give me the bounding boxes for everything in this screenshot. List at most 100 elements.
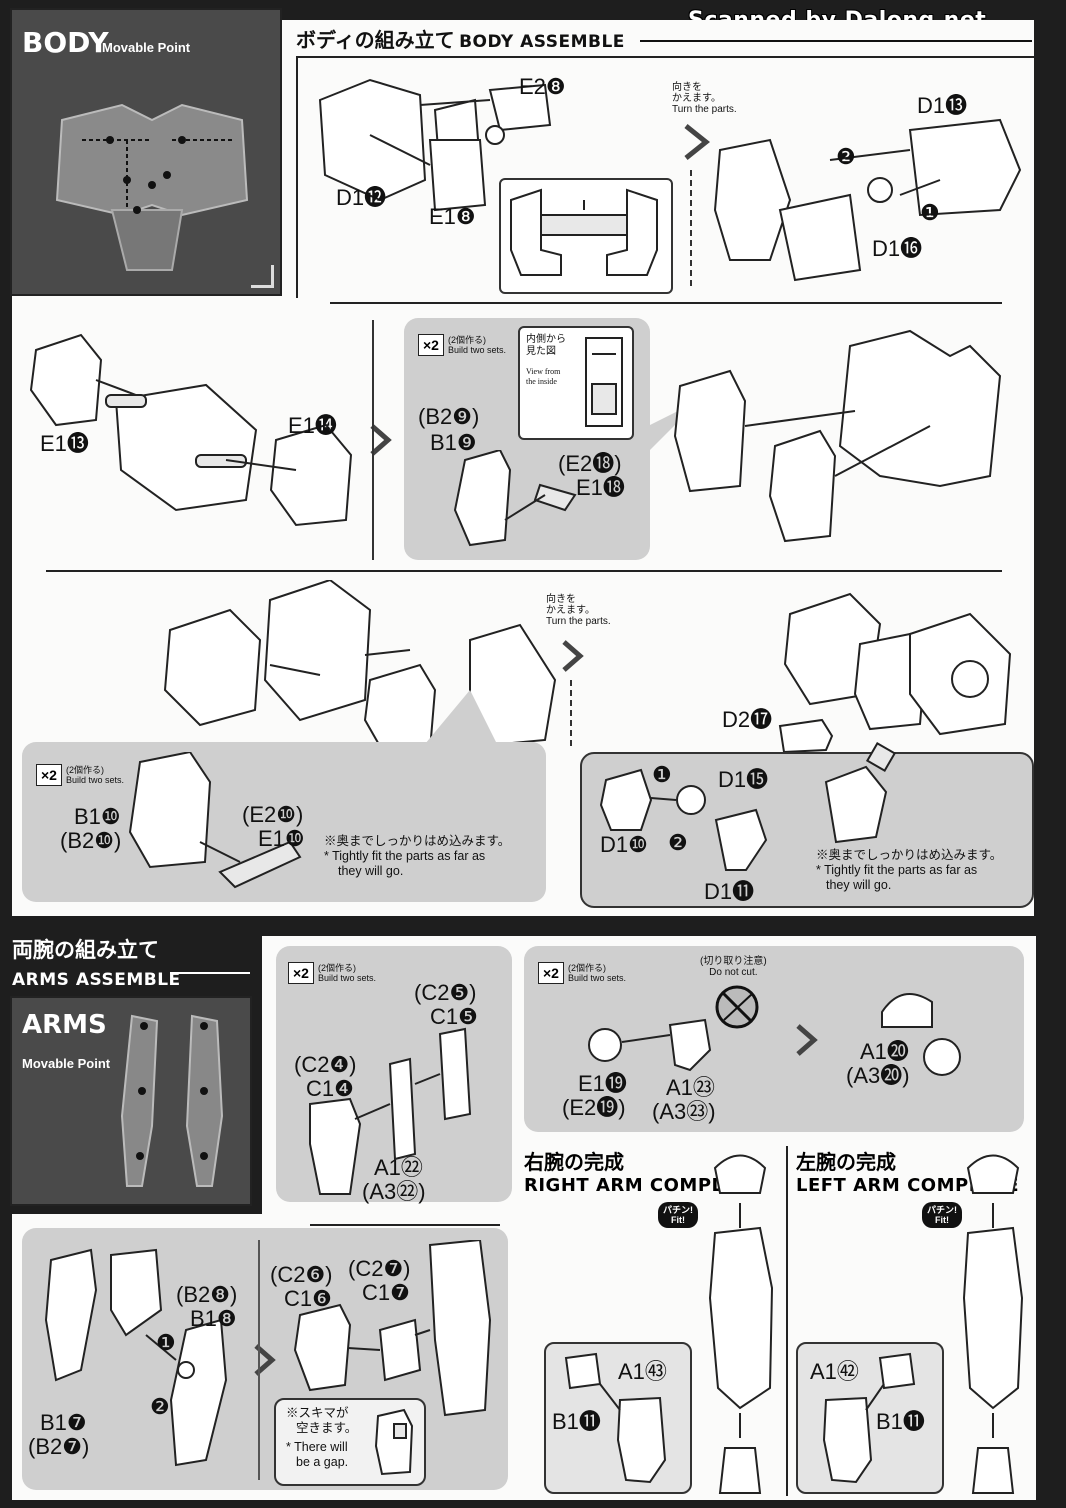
part-label-b2-9: (B2❾) [418, 404, 480, 429]
turn-arrow-icon-1 [684, 124, 710, 160]
part-label-b1-7: B1❼ [40, 1410, 87, 1435]
x2-en-c: Build two sets. [317, 973, 376, 983]
part-label-e1-19: E1⓳ [578, 1071, 627, 1096]
part-label-b1-10: B1❿ [74, 804, 121, 829]
row1-dashed-divider [690, 170, 692, 290]
arms-title-line [170, 972, 250, 974]
row2-divider [372, 320, 374, 560]
part-label-a1-53: A1㊸ [618, 1359, 667, 1384]
gap-note-jp2: 空きます。 [296, 1421, 358, 1435]
part-label-b2-10: (B2❿) [60, 828, 122, 853]
part-label-b2-8: (B2❽) [176, 1282, 238, 1307]
part-label-d1-12: D1⓬ [336, 185, 387, 210]
row3-dashed-divider [570, 680, 572, 750]
arms-title-en: ARMS ASSEMBLE [12, 970, 181, 990]
arms-panel-2-drawing [588, 1018, 712, 1072]
part-label-c1-4: C1❹ [306, 1076, 354, 1101]
part-label-b2-7: (B2❼) [28, 1434, 90, 1459]
part-label-e1-14: E1⓮ [288, 413, 337, 438]
turn-note-1-jp2: かえます。 [672, 93, 721, 104]
part-label-a3-20: (A3⓴) [846, 1063, 910, 1088]
arms-section-title: 両腕の組み立て ARMS ASSEMBLE [12, 934, 181, 990]
right-arm-complete-title: 右腕の完成 RIGHT ARM COMPLETE [524, 1146, 762, 1196]
body-title-line [640, 40, 1032, 42]
turn-arrow-icon-2 [562, 640, 584, 672]
do-not-cut-note: (切り取り注意) Do not cut. [700, 956, 767, 978]
part-label-a1-23: A1㉓ [666, 1075, 715, 1100]
arms-panel-2-result-drawing [881, 993, 961, 1076]
x2-jp-b: (2個作る) [65, 765, 104, 775]
x2-tag-b: ×2 [36, 764, 62, 786]
fit-note-1: ※奥までしっかりはめ込みます。 * Tightly fit the parts … [324, 834, 510, 879]
part-label-c1-5: C1❺ [430, 1004, 478, 1029]
gap-note-en2: be a gap. [296, 1455, 349, 1469]
body-movable-corner [251, 265, 274, 288]
fit-note-2: ※奥までしっかりはめ込みます。 * Tightly fit the parts … [816, 848, 1002, 893]
inside-view-en1: View from [526, 367, 561, 376]
arms-movable-illustration [120, 1014, 224, 1187]
arms-panel-3-top-line [310, 1224, 500, 1226]
part-label-c1-6: C1❻ [284, 1286, 332, 1311]
part-label-a1-22: A1㉒ [374, 1155, 423, 1180]
panel-c-assembly-drawing [824, 742, 897, 844]
left-fit-en: Fit! [935, 1215, 949, 1225]
part-label-a1-20: A1⓴ [860, 1039, 909, 1064]
turn-note-2-en: Turn the parts. [546, 616, 611, 627]
fit-note-2-en2: they will go. [826, 878, 892, 892]
x2-jp-a: (2個作る) [447, 335, 486, 345]
turn-arrow-icon-row2 [370, 424, 392, 456]
body-step3-illustration [29, 333, 353, 527]
gap-note-jp1: ※スキマが [286, 1406, 349, 1420]
body-section-title: ボディの組み立て BODY ASSEMBLE [296, 24, 625, 53]
body-step5-illustration [163, 580, 557, 757]
x2-jp-c: (2個作る) [317, 963, 356, 973]
gap-note-en1: * There will [286, 1440, 348, 1454]
x2-en-a: Build two sets. [447, 345, 506, 355]
part-label-d1-13: D1⓭ [917, 93, 968, 118]
arms-panel-3-left-drawing [44, 1248, 228, 1467]
part-label-d1-15: D1⓯ [718, 767, 769, 792]
part-label-d1-11: D1⓫ [704, 879, 755, 904]
x2-tag-c: ×2 [288, 962, 314, 984]
part-label-c2-4: (C2❹) [294, 1052, 357, 1077]
complete-divider [786, 1146, 788, 1496]
body-movable-sub: Movable Point [102, 40, 191, 55]
part-label-e1-18: E1⓲ [576, 475, 625, 500]
part-label-d1-16: D1⓰ [872, 236, 923, 261]
part-label-e2-18: (E2⓲) [558, 451, 622, 476]
do-not-cut-jp: (切り取り注意) [700, 956, 767, 967]
inside-view-drawing [585, 337, 623, 427]
panel-c-parts-drawing [599, 768, 768, 871]
part-label-c1-7: C1❼ [362, 1280, 410, 1305]
arms-movable-point-box: ARMS Movable Point [10, 996, 252, 1206]
fit-note-2-jp: ※奥までしっかりはめ込みます。 [816, 848, 1003, 862]
panel-a-parts-drawing [453, 450, 577, 547]
x2-jp-d: (2個作る) [567, 963, 606, 973]
part-label-e2-10: (E2❿) [242, 802, 304, 827]
panel-b-callout-tail [420, 690, 500, 750]
left-arm-complete-drawing [962, 1154, 1024, 1494]
part-label-a3-23: (A3㉓) [652, 1099, 716, 1124]
left-hand-inset [796, 1342, 944, 1494]
arms-panel-3-right-drawing [293, 1240, 492, 1417]
right-fit-jp: パチン! [663, 1205, 693, 1215]
inside-view-figure: 内側から 見た図 View from the inside [518, 326, 634, 440]
part-label-d2-17: D2⓱ [722, 707, 773, 732]
build-two-panel-b [22, 742, 546, 902]
body-detail-figure-drawing [510, 188, 658, 276]
left-arm-complete-en: LEFT ARM COMPLETE [796, 1175, 1020, 1196]
part-label-e1-8: E1❽ [429, 204, 476, 229]
build-two-sets-badge-c: ×2 (2個作る)Build two sets. [288, 962, 376, 984]
panel-c-step-1: ❶ [652, 762, 672, 787]
turn-note-1-jp1: 向きを [672, 82, 702, 93]
row2-bottom-divider [46, 570, 1002, 572]
part-label-e2-8: E2❽ [519, 74, 566, 99]
panel-c-step-2: ❷ [668, 830, 688, 855]
inside-view-en2: the inside [526, 377, 557, 386]
do-not-cut-en: Do not cut. [709, 967, 758, 978]
body-movable-point-box: BODY Movable Point [10, 8, 282, 296]
gap-note-drawing [374, 1408, 414, 1476]
body-title-jp: ボディの組み立て [296, 28, 455, 52]
detail-panel-c [580, 752, 1034, 908]
part-label-e1-10: E1❿ [258, 826, 305, 851]
